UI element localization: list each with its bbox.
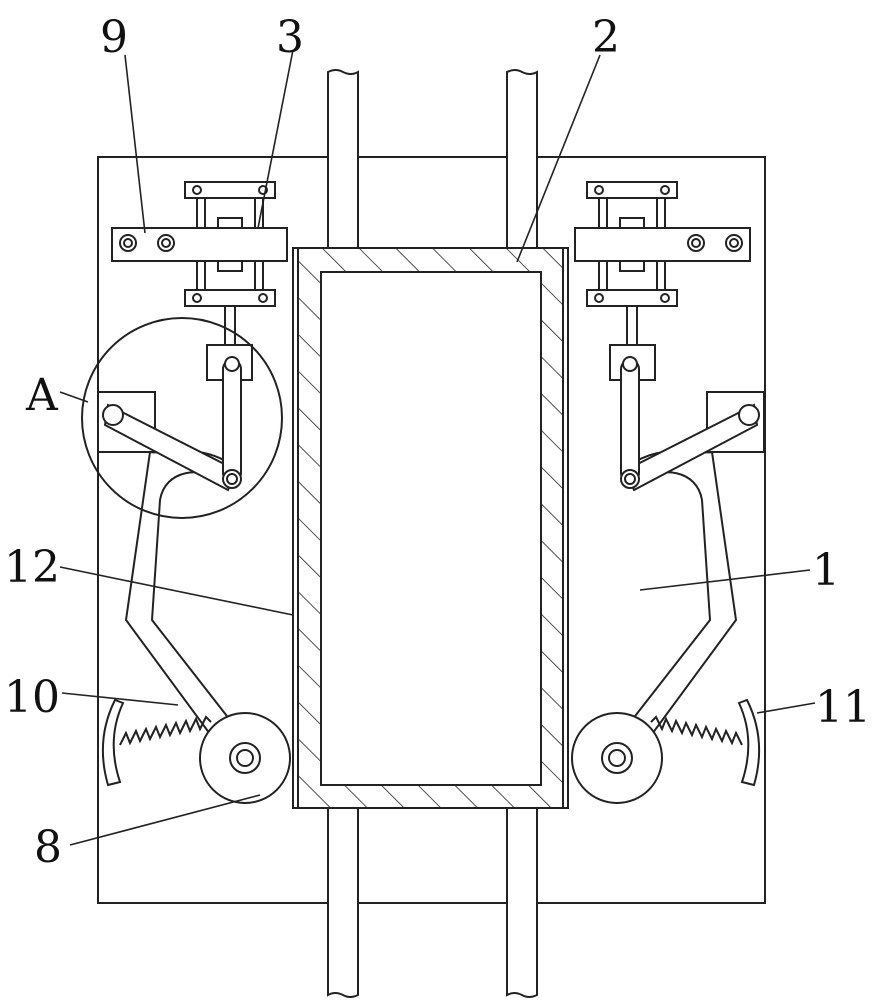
label-plate: 1 [812,545,840,596]
label-spring: 10 [4,672,60,723]
label-box: 2 [592,12,620,63]
center-box [292,247,569,809]
leader-lines [59,49,816,846]
label-bracket: 3 [276,12,304,63]
side-plate [292,247,299,809]
detail-circle [81,317,283,519]
label-side-plate: 12 [4,542,60,593]
label-stop: 11 [815,682,871,733]
label-roller: 8 [34,822,62,873]
label-detail: A [25,370,59,421]
label-bar: 9 [100,12,128,63]
